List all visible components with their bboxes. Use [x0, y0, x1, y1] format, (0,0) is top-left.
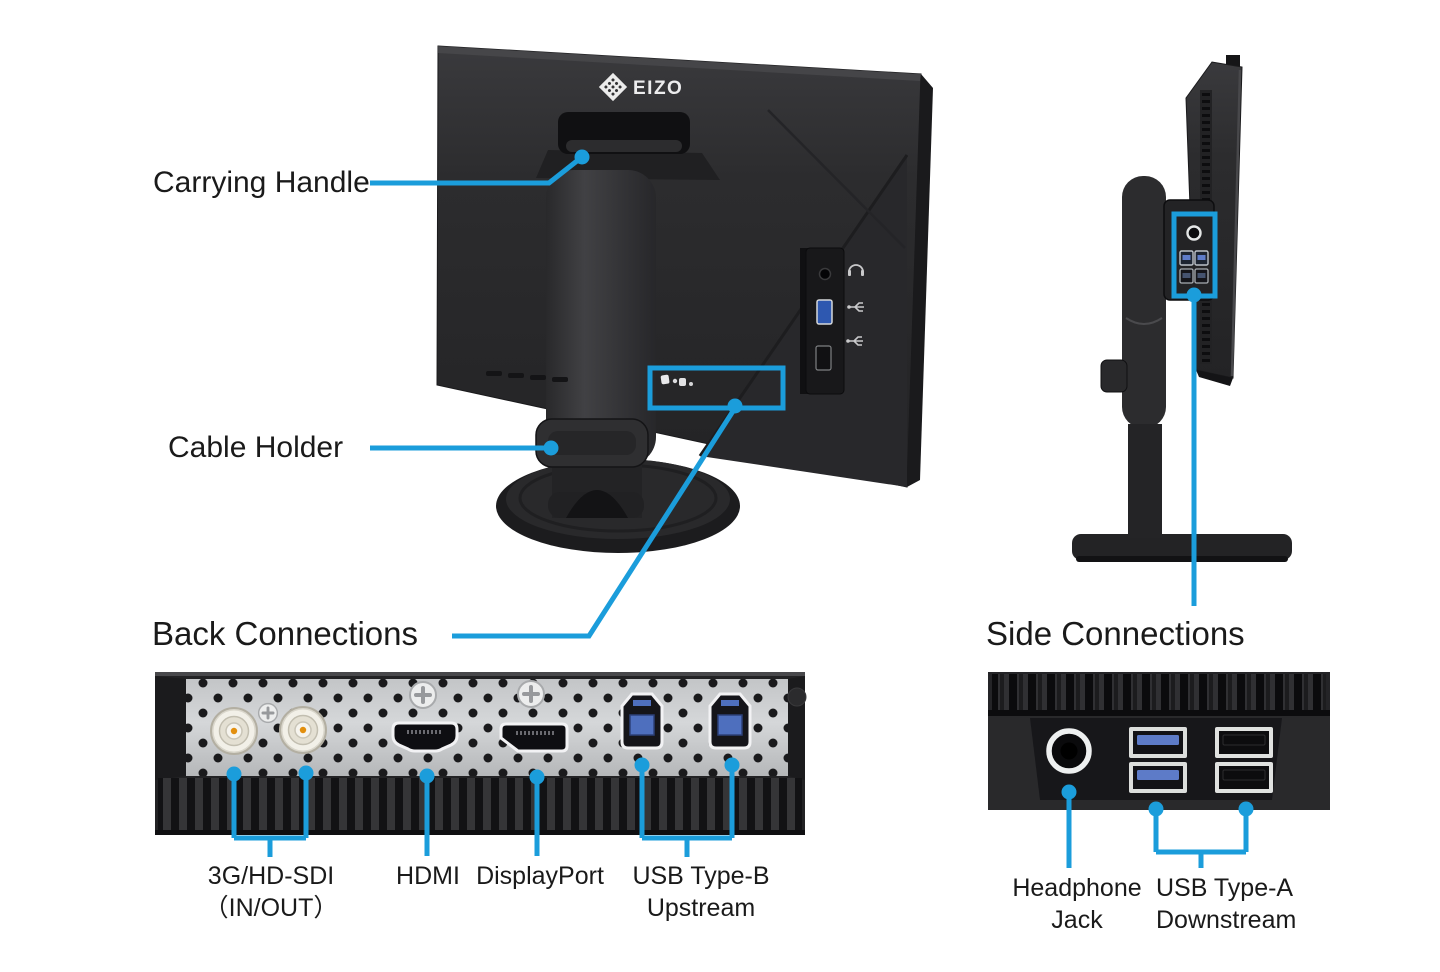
side-front-edge-highlight [1230, 69, 1242, 377]
carrying-handle-label: Carrying Handle [153, 166, 370, 199]
back-connections-title: Back Connections [152, 615, 418, 652]
usb2-icon [846, 336, 863, 346]
back-view-monitor: EIZO [436, 45, 933, 553]
usb-b-bracket-line [639, 765, 735, 857]
side-panel-bottom [1196, 370, 1233, 386]
annotations [226, 149, 1254, 868]
port-label-line1: Headphone [1012, 874, 1142, 902]
usb-type-a-usb2-ports [1215, 727, 1273, 793]
back-connections-highlight-box [647, 365, 786, 411]
vent-slots [486, 371, 568, 382]
port-label-line2: Upstream [646, 894, 756, 922]
screw [516, 679, 546, 709]
cable-holder-ring [535, 418, 649, 468]
sdi-bracket-line [231, 773, 309, 857]
port-label-line2: Downstream [1156, 906, 1297, 934]
side-usb3-ports [1179, 250, 1209, 266]
headphone-hole [818, 267, 832, 281]
hdmi-port [391, 721, 459, 753]
port-label-displayport: DisplayPort [460, 860, 620, 892]
usb-type-a-usb3-ports [1129, 727, 1187, 793]
back-ports-glimpse [660, 374, 693, 386]
side-cable-clip [1100, 359, 1128, 393]
ribbed-strip [158, 778, 802, 830]
port-label-line1: USB Type-B [632, 862, 770, 890]
usb-type-b-port-1 [620, 692, 664, 750]
cable-holder-label: Cable Holder [168, 431, 344, 464]
eizo-logo: EIZO [598, 72, 683, 102]
port-label-line2: Jack [1051, 906, 1103, 934]
usb-a-bracket-line [1153, 809, 1249, 868]
headphone-icon [848, 264, 864, 276]
port-label-line1: HDMI [396, 862, 460, 890]
side-usb2-ports [1179, 268, 1209, 284]
leader-dots [226, 149, 1254, 817]
usb3-port-glimpse [816, 299, 833, 325]
carrying-handle-leader-line [370, 155, 584, 186]
port-label-usb-type-b: USB Type-B Upstream [601, 860, 801, 924]
side-view-monitor [1072, 55, 1292, 562]
eizo-logo-text: EIZO [633, 78, 683, 99]
displayport-port [499, 722, 569, 753]
port-label-line1: DisplayPort [476, 862, 604, 890]
side-headphone-jack [1186, 225, 1202, 241]
side-base [1072, 534, 1292, 562]
port-label-line1: 3G/HD-SDI [207, 862, 335, 890]
headphone-jack-port [1046, 728, 1092, 774]
back-connections-panel [155, 672, 807, 835]
port-label-headphone-jack: Headphone Jack [977, 872, 1177, 936]
stand-column [546, 170, 656, 465]
back-connections-leader-line [452, 406, 738, 639]
side-connections-panel [988, 672, 1330, 810]
port-label-line2: （IN/OUT） [203, 894, 339, 922]
screw [257, 702, 279, 724]
screw [408, 680, 438, 710]
port-label-usb-type-a: USB Type-A Downstream [1156, 872, 1376, 936]
port-label-line1: USB Type-A [1156, 874, 1294, 902]
side-stand-arm [1100, 176, 1166, 538]
monitor-upper-crease [767, 109, 906, 249]
bnc-connector-out [279, 706, 327, 754]
bnc-connector-in [210, 707, 258, 755]
monitor-right-edge [907, 74, 933, 487]
usb2-port-glimpse [815, 345, 832, 371]
usb3-icon [847, 302, 864, 312]
monitor-top-highlight [438, 46, 921, 81]
usb-type-b-port-2 [708, 692, 752, 750]
port-label-3g-hd-sdi: 3G/HD-SDI （IN/OUT） [171, 860, 371, 924]
port-label-hdmi: HDMI [348, 860, 508, 892]
fin-band [992, 674, 1326, 712]
side-port-pod-back-view [800, 247, 864, 395]
side-connections-title: Side Connections [986, 615, 1245, 652]
